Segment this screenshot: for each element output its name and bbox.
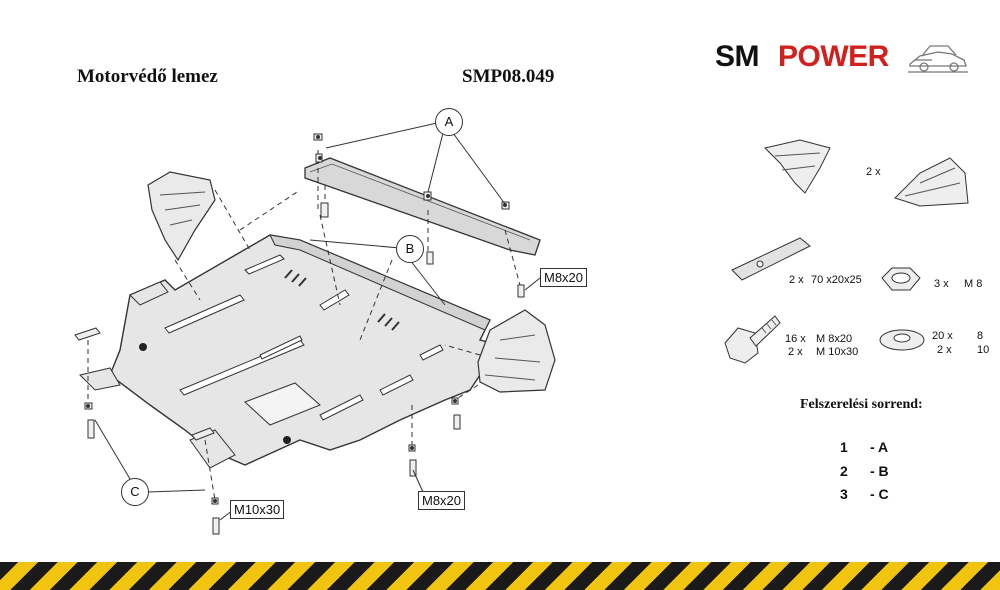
callout-c: C [121,478,149,506]
bolt-size-2: M 10x30 [816,346,859,358]
install-order-heading: Felszerelési sorrend: [800,397,923,412]
access-panel [244,382,321,426]
step-label: - C [870,486,889,502]
brackets-qty: 2 x [866,166,881,178]
callout-a: A [435,108,463,136]
step-number: 3 [840,486,848,502]
install-step-3: 3 - C [840,486,889,502]
page-title: Motorvédő lemez [77,66,218,87]
parts-list-diagram [724,139,969,364]
washer-icon [879,329,925,351]
bolt-label-m8x20-top: M8x20 [540,268,588,287]
spacer-plate-left [74,327,101,341]
brand-logo: SM POWER [712,40,974,80]
nut-size: M 8 [964,278,983,290]
install-step-2: 2 - B [840,463,889,479]
car-silhouette-icon [908,45,968,73]
plate-dims: 70 x20x25 [811,274,862,286]
callout-b: B [396,235,424,263]
logo-text-power: POWER [778,40,889,73]
washer-size-2: 10 [977,344,990,356]
exploded-assembly-diagram [74,122,556,535]
washer-size-1: 8 [977,330,984,342]
bracket-part-icon [764,139,831,194]
step-label: - A [870,439,889,455]
bolt-label-m10x30: M10x30 [230,500,285,519]
bolt-qty-1: 16 x [785,333,806,345]
bolt-label-m8x20-bottom: M8x20 [418,491,466,510]
plate-qty: 2 x [789,274,804,286]
nut-qty: 3 x [934,278,949,290]
step-number: 2 [840,463,848,479]
washer-qty-1: 20 x [932,330,953,342]
right-mounting-bracket [477,309,556,393]
bolt-qty-2: 2 x [788,346,803,358]
left-mounting-bracket [147,171,216,262]
hazard-stripe-footer [0,562,1000,590]
bracket-part-icon-2 [894,157,969,207]
part-code: SMP08.049 [462,66,555,87]
washer-qty-2: 2 x [937,344,952,356]
bolt-icon [724,315,781,364]
install-step-1: 1 - A [840,439,888,455]
step-number: 1 [840,439,848,455]
logo-text-sm: SM [715,40,760,73]
spacer-plate-icon [731,237,811,281]
reinforcement-bar [304,157,541,256]
bolt-size-1: M 8x20 [816,333,853,345]
nut-icon [881,267,921,291]
step-label: - B [870,463,889,479]
plate-vent-slots [164,254,444,421]
